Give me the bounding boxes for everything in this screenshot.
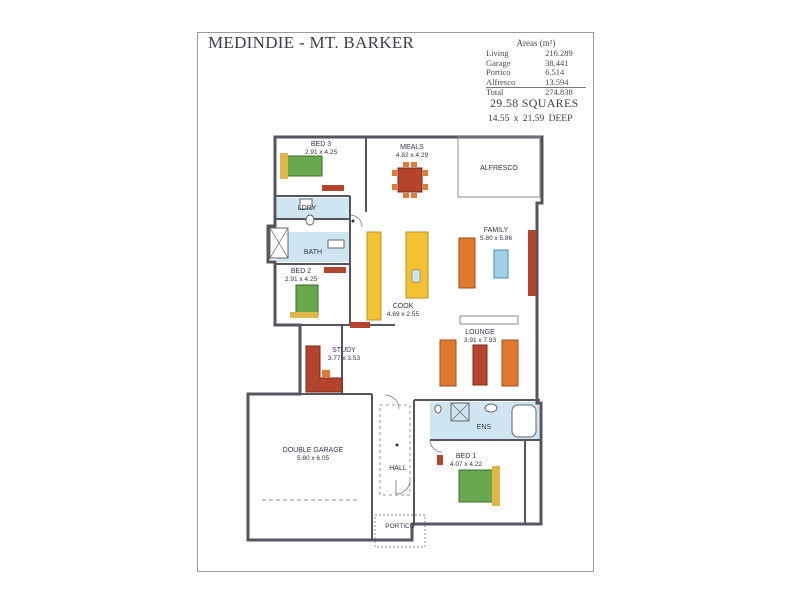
bed3-bed <box>285 155 323 177</box>
hall-runner <box>379 404 411 496</box>
bath-toilet-icon <box>305 214 315 226</box>
bed2-name: BED 2 <box>291 268 311 275</box>
bed3-name: BED 3 <box>311 141 331 148</box>
shower-icon <box>450 402 470 422</box>
study-size: 3.77 x 3.53 <box>328 355 361 362</box>
study-chair <box>322 370 330 378</box>
bed2-bed <box>295 284 319 316</box>
bed1-headboard <box>492 466 500 506</box>
areas-row: Living 216.289 <box>486 48 586 59</box>
garage-name: DOUBLE GARAGE <box>283 447 344 454</box>
areas-row: Garage 38.441 <box>486 57 586 69</box>
lounge-cabinet <box>459 315 519 325</box>
laundry-floor <box>277 198 350 218</box>
bed3-headboard <box>280 153 288 179</box>
area-value: 6.514 <box>545 67 565 77</box>
bed2-size: 2.91 x 4.25 <box>285 276 318 283</box>
plan-title: MEDINDIE - MT. BARKER <box>208 33 415 52</box>
door-swings <box>349 214 443 495</box>
bath-vanity-icon <box>327 239 345 249</box>
ensuite-basin-icon <box>484 403 498 413</box>
family-sofa <box>458 237 476 289</box>
area-label: Alfresco <box>486 76 516 87</box>
bed1-name: BED 1 <box>456 453 476 460</box>
area-label: Living <box>486 48 509 58</box>
areas-row: Alfresco 13.594 <box>486 76 586 88</box>
areas-table: Areas (m²) Living 216.289 Garage 38.441 Po… <box>486 38 586 98</box>
area-total-value: 274.838 <box>523 87 586 98</box>
area-label: Garage <box>486 57 511 68</box>
lounge-name: LOUNGE <box>465 329 495 336</box>
meals-name: MEALS <box>400 144 424 151</box>
ldry-name: LDRY <box>298 205 317 212</box>
family-name: FAMILY <box>484 227 509 234</box>
areas-row: Portico 6.514 <box>486 67 586 78</box>
garage-size: 5.80 x 6.05 <box>297 455 330 462</box>
interior-walls <box>248 137 540 540</box>
exterior-walls <box>246 135 544 542</box>
bathtub-icon <box>511 404 537 438</box>
light-point <box>395 443 399 447</box>
family-size: 5.80 x 5.86 <box>480 235 513 242</box>
areas-heading: Areas (m²) <box>516 38 556 48</box>
squares-text: 29.58 SQUARES <box>490 96 579 110</box>
hall-name: HALL <box>389 465 407 472</box>
meals-chairs <box>392 162 428 198</box>
ensuite-toilet-icon <box>434 404 442 414</box>
cook-name: COOK <box>393 303 414 310</box>
lounge-coffee-table <box>472 344 488 386</box>
area-value: 38.441 <box>545 57 569 68</box>
bed2-robe <box>324 267 346 273</box>
bed3-robe <box>322 185 344 191</box>
island-sink-icon <box>411 269 421 283</box>
portico-name: PORTICO <box>385 523 415 530</box>
meals-table <box>397 167 423 193</box>
kitchen-bench <box>366 231 382 321</box>
kitchen-island <box>405 231 429 299</box>
dimensions-text: 14.55 x 21.59 DEEP <box>488 114 573 124</box>
plan-sheet-border <box>197 32 594 572</box>
bed3-size: 2.91 x 4.25 <box>305 149 338 156</box>
bed1-bed <box>458 469 494 503</box>
lounge-sofa-left <box>439 339 457 387</box>
cook-size: 4.69 x 2.55 <box>387 311 420 318</box>
bed1-size: 4.07 x 4.22 <box>450 461 483 468</box>
area-total-label: Total <box>486 87 524 98</box>
laundry-tub-icon <box>299 198 313 210</box>
study-desk <box>305 345 343 393</box>
alfresco-name: ALFRESCO <box>480 165 518 172</box>
study-name: STUDY <box>332 347 356 354</box>
light-point <box>351 219 355 223</box>
ens-name: ENS <box>477 424 492 431</box>
family-tv-unit <box>528 230 536 296</box>
lounge-sofa-right <box>501 339 519 387</box>
bed2-headboard <box>290 312 318 318</box>
study-shelf <box>350 322 370 328</box>
bed1-side <box>437 455 443 465</box>
area-value: 216.289 <box>545 48 573 58</box>
bath-name: BATH <box>304 249 322 256</box>
family-rug <box>493 249 509 279</box>
portico-outline <box>374 514 426 548</box>
area-value: 13.594 <box>545 76 569 87</box>
area-label: Portico <box>486 67 511 77</box>
lounge-size: 3.91 x 7.93 <box>464 337 497 344</box>
alfresco-outline <box>457 136 541 198</box>
meals-size: 4.82 x 4.29 <box>396 152 429 159</box>
